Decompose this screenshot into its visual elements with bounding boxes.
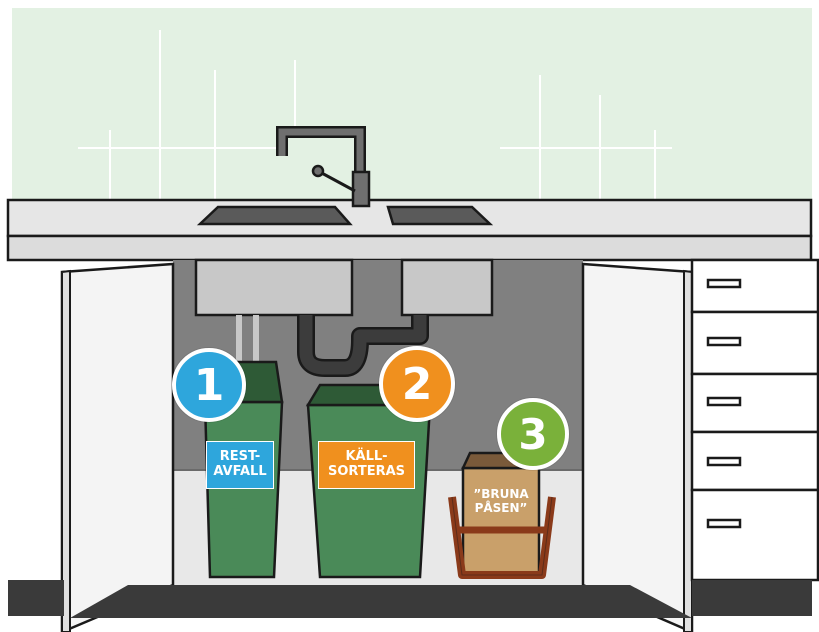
drawer-handle[interactable]: [708, 520, 740, 527]
drawer-handle[interactable]: [708, 458, 740, 465]
floor-plinth-left: [8, 580, 64, 616]
bin-2-label: KÄLL- SORTERAS: [318, 441, 415, 489]
drawer[interactable]: [692, 490, 818, 580]
bin-1-label-line-2: AVFALL: [213, 465, 266, 480]
sink-small-opening: [388, 207, 490, 224]
bin-1-label-line-1: REST-: [220, 450, 261, 465]
bin-2-number-badge: 2: [379, 346, 455, 422]
drawer-handle[interactable]: [708, 398, 740, 405]
drawer-handle[interactable]: [708, 280, 740, 287]
sink-basin-left: [196, 260, 352, 315]
bin-1-number-badge: 1: [172, 348, 246, 422]
right-cabinet-door[interactable]: [583, 264, 692, 632]
floor-plinth-center: [70, 585, 692, 618]
left-cabinet-door[interactable]: [62, 264, 173, 632]
bin-3-label-line-1: ”BRUNA: [473, 488, 528, 502]
bin-3-label: ”BRUNA PÅSEN”: [458, 482, 544, 522]
wall-backsplash: [12, 8, 812, 203]
floor-plinth-right: [692, 580, 812, 616]
bin-2-label-line-2: SORTERAS: [328, 465, 405, 480]
drawer-stack: [692, 260, 818, 580]
sink-basin-right: [402, 260, 492, 315]
sink-icon: [200, 207, 350, 224]
bin-3-label-line-2: PÅSEN”: [475, 502, 528, 516]
bin-3-number-badge: 3: [497, 398, 569, 470]
bin-2-label-line-1: KÄLL-: [345, 450, 387, 465]
drawer-handle[interactable]: [708, 338, 740, 345]
countertop-front-edge: [8, 236, 811, 260]
bin-1-label: REST- AVFALL: [206, 441, 274, 489]
